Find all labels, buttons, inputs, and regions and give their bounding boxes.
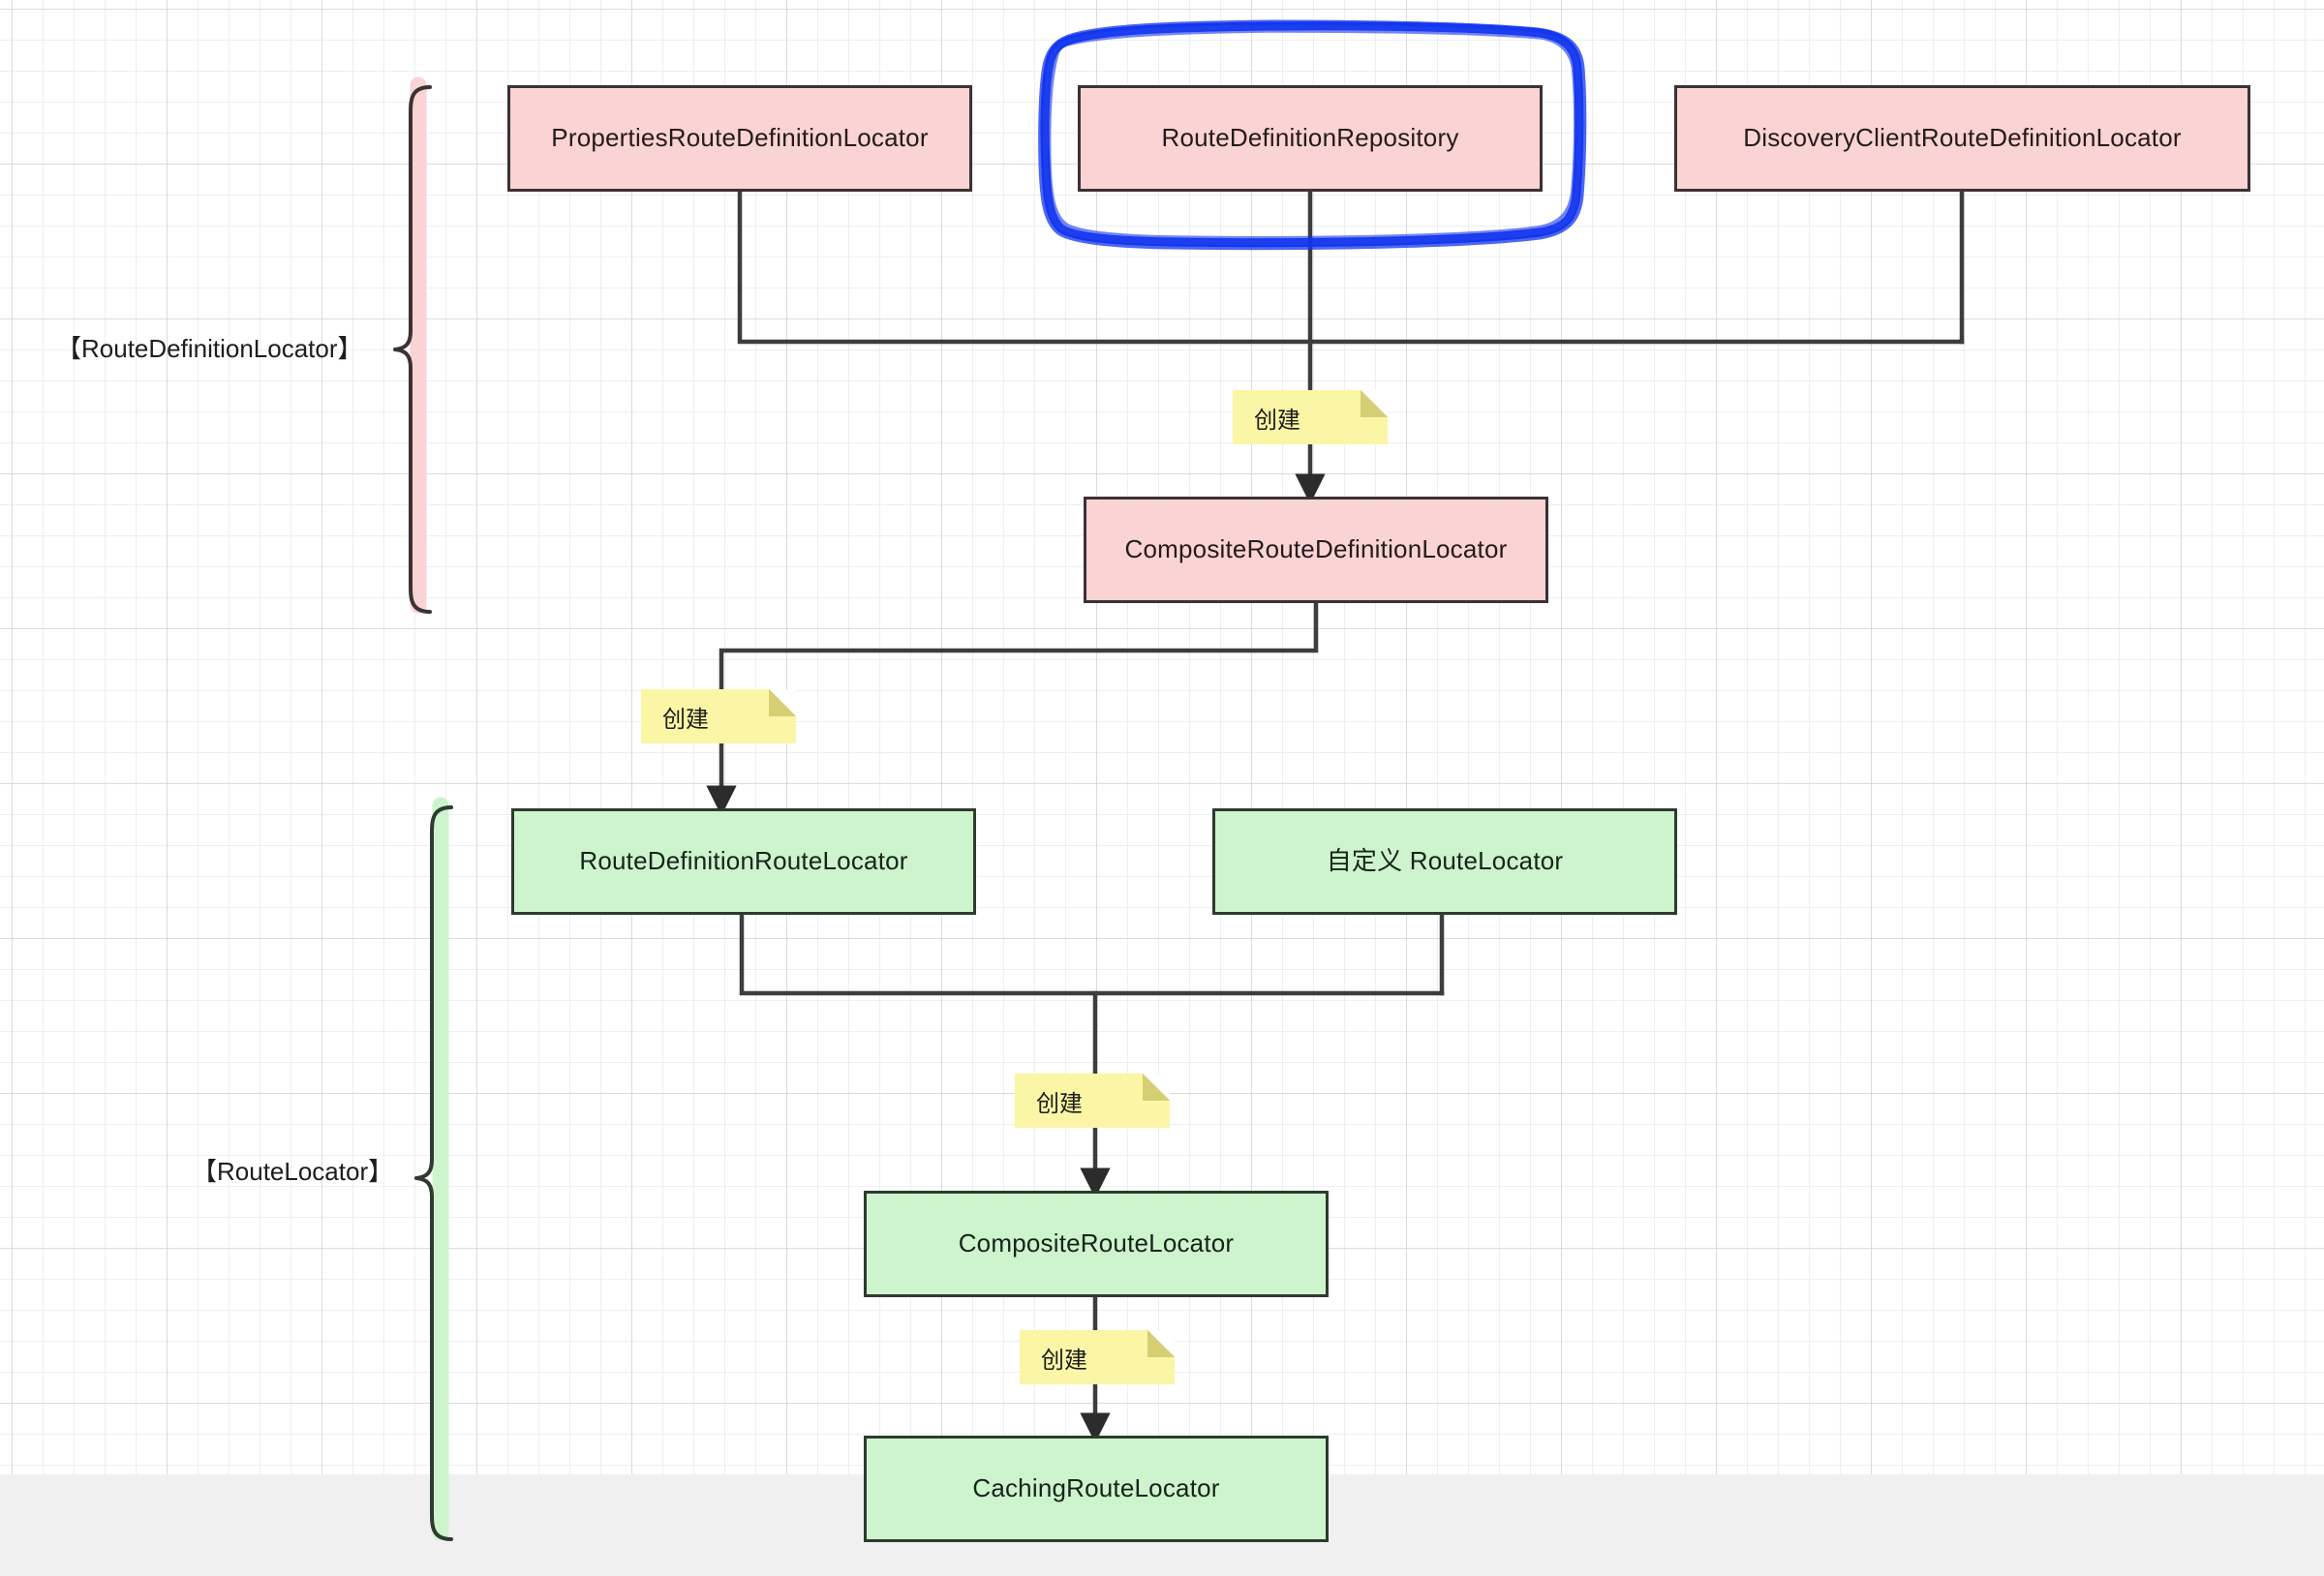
brace-route-definition-locator bbox=[393, 76, 432, 614]
node-custom-route-locator[interactable]: 自定义 RouteLocator bbox=[1212, 808, 1677, 915]
brace-route-locator bbox=[414, 797, 453, 1541]
node-route-definition-repository[interactable]: RouteDefinitionRepository bbox=[1078, 85, 1543, 192]
node-composite-route-locator[interactable]: CompositeRouteLocator bbox=[864, 1191, 1329, 1297]
sticky-note-create-2[interactable]: 创建 bbox=[641, 689, 796, 743]
sticky-note-label: 创建 bbox=[1036, 1090, 1083, 1117]
edge-composite-definition-to-route-definition-route-locator bbox=[706, 600, 1319, 816]
sticky-note-label: 创建 bbox=[662, 706, 709, 733]
sticky-fold-corner-icon bbox=[1143, 1074, 1170, 1101]
sticky-note-create-1[interactable]: 创建 bbox=[1233, 390, 1388, 444]
brace-label-route-definition-locator: 【RouteDefinitionLocator】 bbox=[56, 334, 363, 363]
sticky-note-label: 创建 bbox=[1041, 1347, 1087, 1374]
node-composite-route-definition-locator[interactable]: CompositeRouteDefinitionLocator bbox=[1084, 497, 1548, 603]
node-caching-route-locator[interactable]: CachingRouteLocator bbox=[864, 1436, 1329, 1542]
sticky-note-create-3[interactable]: 创建 bbox=[1015, 1074, 1170, 1128]
edge-properties-to-bus bbox=[737, 189, 1965, 345]
sticky-fold-corner-icon bbox=[1361, 390, 1388, 417]
sticky-note-label: 创建 bbox=[1254, 407, 1300, 434]
node-properties-route-definition-locator[interactable]: PropertiesRouteDefinitionLocator bbox=[507, 85, 972, 192]
sticky-note-create-4[interactable]: 创建 bbox=[1020, 1330, 1175, 1384]
sticky-fold-corner-icon bbox=[1147, 1330, 1175, 1357]
brace-label-route-locator: 【RouteLocator】 bbox=[192, 1157, 394, 1186]
node-route-definition-route-locator[interactable]: RouteDefinitionRouteLocator bbox=[511, 808, 976, 915]
edge-route-definition-route-locator-to-bus bbox=[739, 912, 1445, 996]
node-discovery-client-route-definition-locator[interactable]: DiscoveryClientRouteDefinitionLocator bbox=[1674, 85, 2250, 192]
sticky-fold-corner-icon bbox=[769, 689, 796, 716]
